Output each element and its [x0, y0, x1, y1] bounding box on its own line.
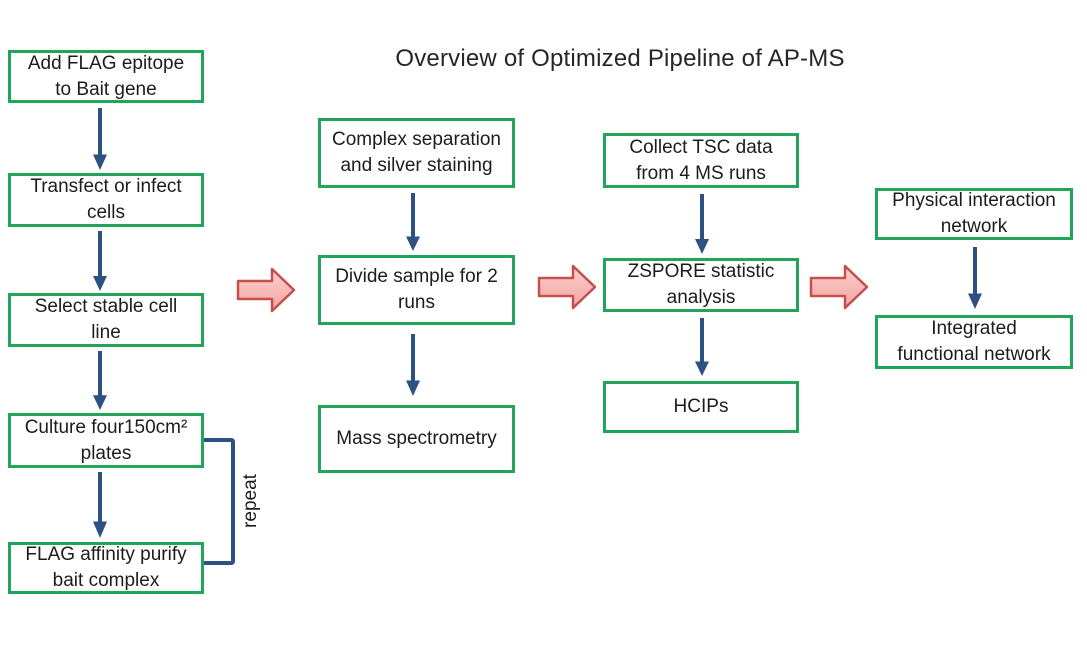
box-collect-tsc: Collect TSC data from 4 MS runs — [603, 133, 799, 188]
box-complex-separation: Complex separation and silver staining — [318, 118, 515, 188]
down-arrow-icon — [406, 334, 420, 396]
box-divide-sample: Divide sample for 2 runs — [318, 255, 515, 325]
box-physical-network: Physical interaction network — [875, 188, 1073, 240]
box-zspore-analysis: ZSPORE statistic analysis — [603, 258, 799, 312]
box-hcips: HCIPs — [603, 381, 799, 433]
right-block-arrow-icon — [809, 264, 869, 310]
right-block-arrow-icon — [537, 264, 597, 310]
repeat-bracket — [204, 438, 235, 565]
down-arrow-icon — [695, 318, 709, 376]
down-arrow-icon — [406, 193, 420, 251]
down-arrow-icon — [695, 194, 709, 254]
down-arrow-icon — [968, 247, 982, 309]
box-culture-plates: Culture four150cm² plates — [8, 413, 204, 468]
right-block-arrow-icon — [236, 267, 296, 313]
down-arrow-icon — [93, 472, 107, 538]
box-integrated-network: Integrated functional network — [875, 315, 1073, 369]
box-mass-spectrometry: Mass spectrometry — [318, 405, 515, 473]
box-transfect-cells: Transfect or infect cells — [8, 173, 204, 227]
repeat-label: repeat — [240, 474, 261, 528]
diagram-title: Overview of Optimized Pipeline of AP-MS — [395, 45, 845, 72]
box-flag-purify: FLAG affinity purify bait complex — [8, 542, 204, 594]
box-add-flag-epitope: Add FLAG epitope to Bait gene — [8, 50, 204, 103]
down-arrow-icon — [93, 351, 107, 410]
down-arrow-icon — [93, 108, 107, 170]
box-select-cell-line: Select stable cell line — [8, 293, 204, 347]
down-arrow-icon — [93, 231, 107, 291]
